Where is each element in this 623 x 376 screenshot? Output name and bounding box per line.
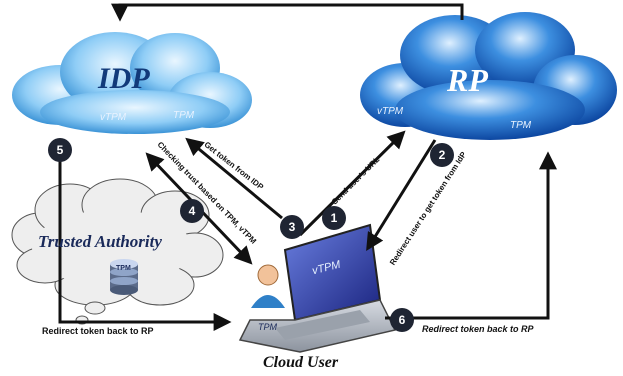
- step-1-badge: 1: [322, 206, 346, 230]
- idp-cloud-title: IDP: [98, 62, 150, 95]
- step-3-badge: 3: [280, 215, 304, 239]
- idp-vtpm-tag: vTPM: [100, 112, 127, 123]
- cloud-user-label: Cloud User: [263, 354, 339, 371]
- database-label: TPM: [116, 265, 131, 272]
- step-6-badge: 6: [390, 308, 414, 332]
- step-6-label: Redirect token back to RP: [422, 324, 534, 334]
- step-5-badge: 5: [48, 138, 72, 162]
- arrow-step-5: [58, 150, 232, 331]
- idp-cloud: [12, 32, 252, 134]
- rp-cloud: [360, 12, 617, 140]
- laptop-icon: [238, 223, 397, 353]
- arrow-step-6: [385, 151, 557, 320]
- step-4-badge: 4: [180, 199, 204, 223]
- database-icon: [110, 259, 138, 295]
- user-avatar-icon: [251, 264, 285, 308]
- rp-tpm-tag: TPM: [510, 120, 532, 131]
- arrow-step-2: [366, 139, 437, 252]
- rp-to-idp-top-arrow: [111, 3, 464, 22]
- rp-cloud-title: RP: [447, 62, 488, 98]
- step-2-badge: 2: [430, 143, 454, 167]
- rp-vtpm-tag: vTPM: [377, 106, 404, 117]
- laptop-base-label: TPM: [258, 322, 277, 332]
- idp-tpm-tag: TPM: [173, 110, 195, 121]
- step-5-label: Redirect token back to RP: [42, 326, 154, 336]
- arrow-step-1: [298, 130, 406, 237]
- trusted-authority-title: Trusted Authority: [38, 232, 162, 251]
